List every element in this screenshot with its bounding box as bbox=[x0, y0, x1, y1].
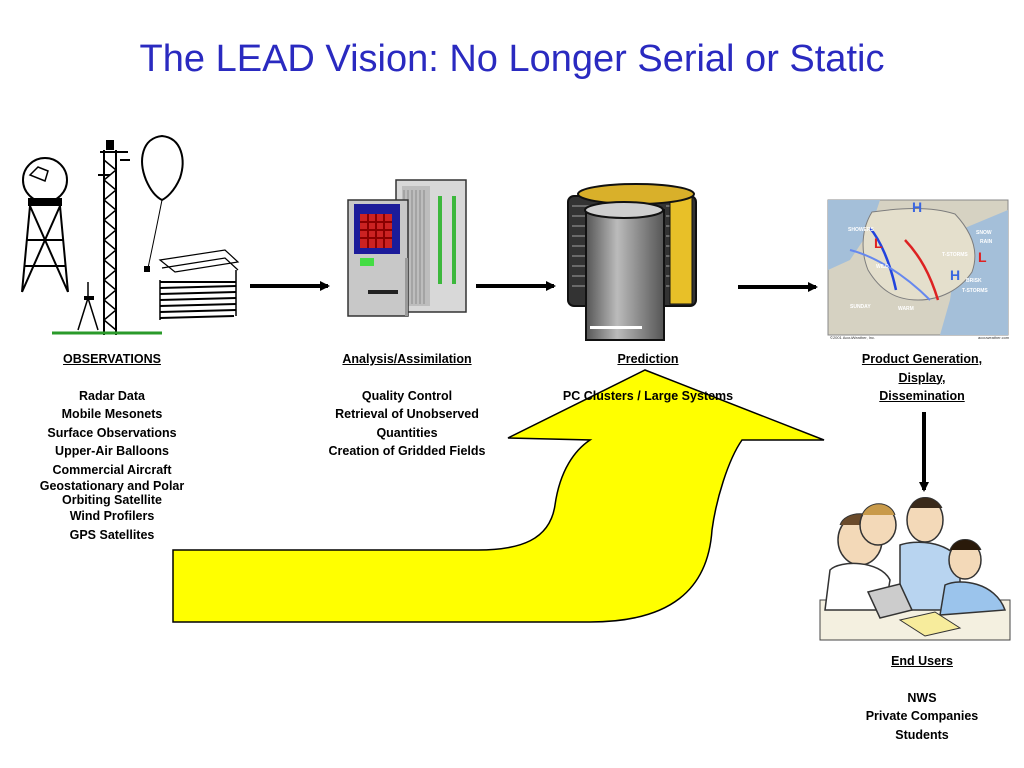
map-label-snow: SNOW bbox=[976, 230, 992, 236]
list-item: PC Clusters / Large Systems bbox=[562, 388, 734, 403]
weather-balloon-icon bbox=[141, 134, 184, 272]
weather-map: SHOWERS T-STORMS WILD SUNDAY WARM SNOW R… bbox=[827, 199, 1010, 340]
observations-list: Radar Data Mobile Mesonets Surface Obser… bbox=[22, 387, 202, 545]
map-copyright: ©2001 AccuWeather, Inc. bbox=[830, 335, 875, 340]
list-item: NWS bbox=[907, 690, 937, 705]
map-label-wild: WILD bbox=[876, 264, 889, 270]
list-item: Surface Observations bbox=[47, 425, 177, 440]
radar-tower-icon bbox=[21, 157, 69, 293]
list-item: Private Companies bbox=[865, 709, 979, 723]
list-item: Students bbox=[895, 727, 949, 742]
page-title: The LEAD Vision: No Longer Serial or Sta… bbox=[139, 38, 885, 80]
prediction-list: PC Clusters / Large Systems bbox=[548, 387, 748, 406]
map-low-pressure-icon: L bbox=[874, 235, 883, 251]
product-heading-line: Product Generation, bbox=[861, 352, 983, 366]
end-users-heading: End Users bbox=[891, 654, 953, 668]
map-label-sunday: SUNDAY bbox=[850, 304, 871, 310]
product-heading-line: Display, bbox=[898, 370, 946, 385]
list-item: Mobile Mesonets bbox=[61, 407, 163, 421]
map-label-tstorms-north: T-STORMS bbox=[942, 252, 968, 258]
supercomputer-icon bbox=[567, 183, 697, 341]
end-users-list: NWS Private Companies Students bbox=[832, 689, 1012, 745]
list-item: Quality Control bbox=[361, 388, 453, 403]
list-item: Quantities bbox=[376, 425, 438, 440]
observation-instruments-illustration bbox=[21, 134, 240, 335]
list-item: Upper-Air Balloons bbox=[55, 444, 169, 458]
observations-column: OBSERVATIONS Radar Data Mobile Mesonets … bbox=[22, 350, 202, 544]
map-high-pressure-icon: H bbox=[950, 267, 960, 283]
data-stack-icon bbox=[158, 249, 240, 320]
list-item: Wind Profilers bbox=[69, 509, 155, 523]
analysis-heading: Analysis/Assimilation bbox=[342, 352, 472, 366]
list-item: Retrieval of Unobserved bbox=[335, 407, 479, 421]
map-label-showers: SHOWERS bbox=[848, 227, 875, 233]
map-site: accuweather.com bbox=[978, 335, 1010, 340]
list-item: Creation of Gridded Fields bbox=[328, 444, 486, 458]
map-label-warm: WARM bbox=[898, 306, 914, 312]
weather-tower-icon bbox=[77, 140, 130, 335]
map-low-pressure-icon: L bbox=[978, 249, 987, 265]
map-label-tstorms-south: T-STORMS bbox=[962, 288, 988, 294]
end-users-illustration bbox=[819, 497, 1011, 641]
product-heading-line: Dissemination bbox=[879, 389, 965, 403]
server-computers-icon bbox=[347, 179, 467, 317]
map-label-rain: RAIN bbox=[980, 239, 993, 245]
list-item: Commercial Aircraft bbox=[52, 462, 172, 477]
analysis-column: Analysis/Assimilation Quality Control Re… bbox=[307, 350, 507, 461]
list-item: Geostationary and Polar Orbiting Satelli… bbox=[39, 479, 185, 507]
map-label-brisk: BRISK bbox=[966, 278, 982, 284]
analysis-list: Quality Control Retrieval of Unobserved … bbox=[307, 387, 507, 461]
prediction-column: Prediction PC Clusters / Large Systems bbox=[548, 350, 748, 405]
list-item: GPS Satellites bbox=[69, 527, 155, 542]
map-high-pressure-icon: H bbox=[912, 199, 922, 215]
end-users-column: End Users NWS Private Companies Students bbox=[832, 652, 1012, 744]
product-column: Product Generation, Display, Disseminati… bbox=[832, 350, 1012, 406]
observations-heading: OBSERVATIONS bbox=[63, 352, 161, 366]
prediction-heading: Prediction bbox=[617, 352, 679, 366]
feedback-arrow bbox=[172, 369, 825, 623]
list-item: Radar Data bbox=[79, 388, 145, 403]
